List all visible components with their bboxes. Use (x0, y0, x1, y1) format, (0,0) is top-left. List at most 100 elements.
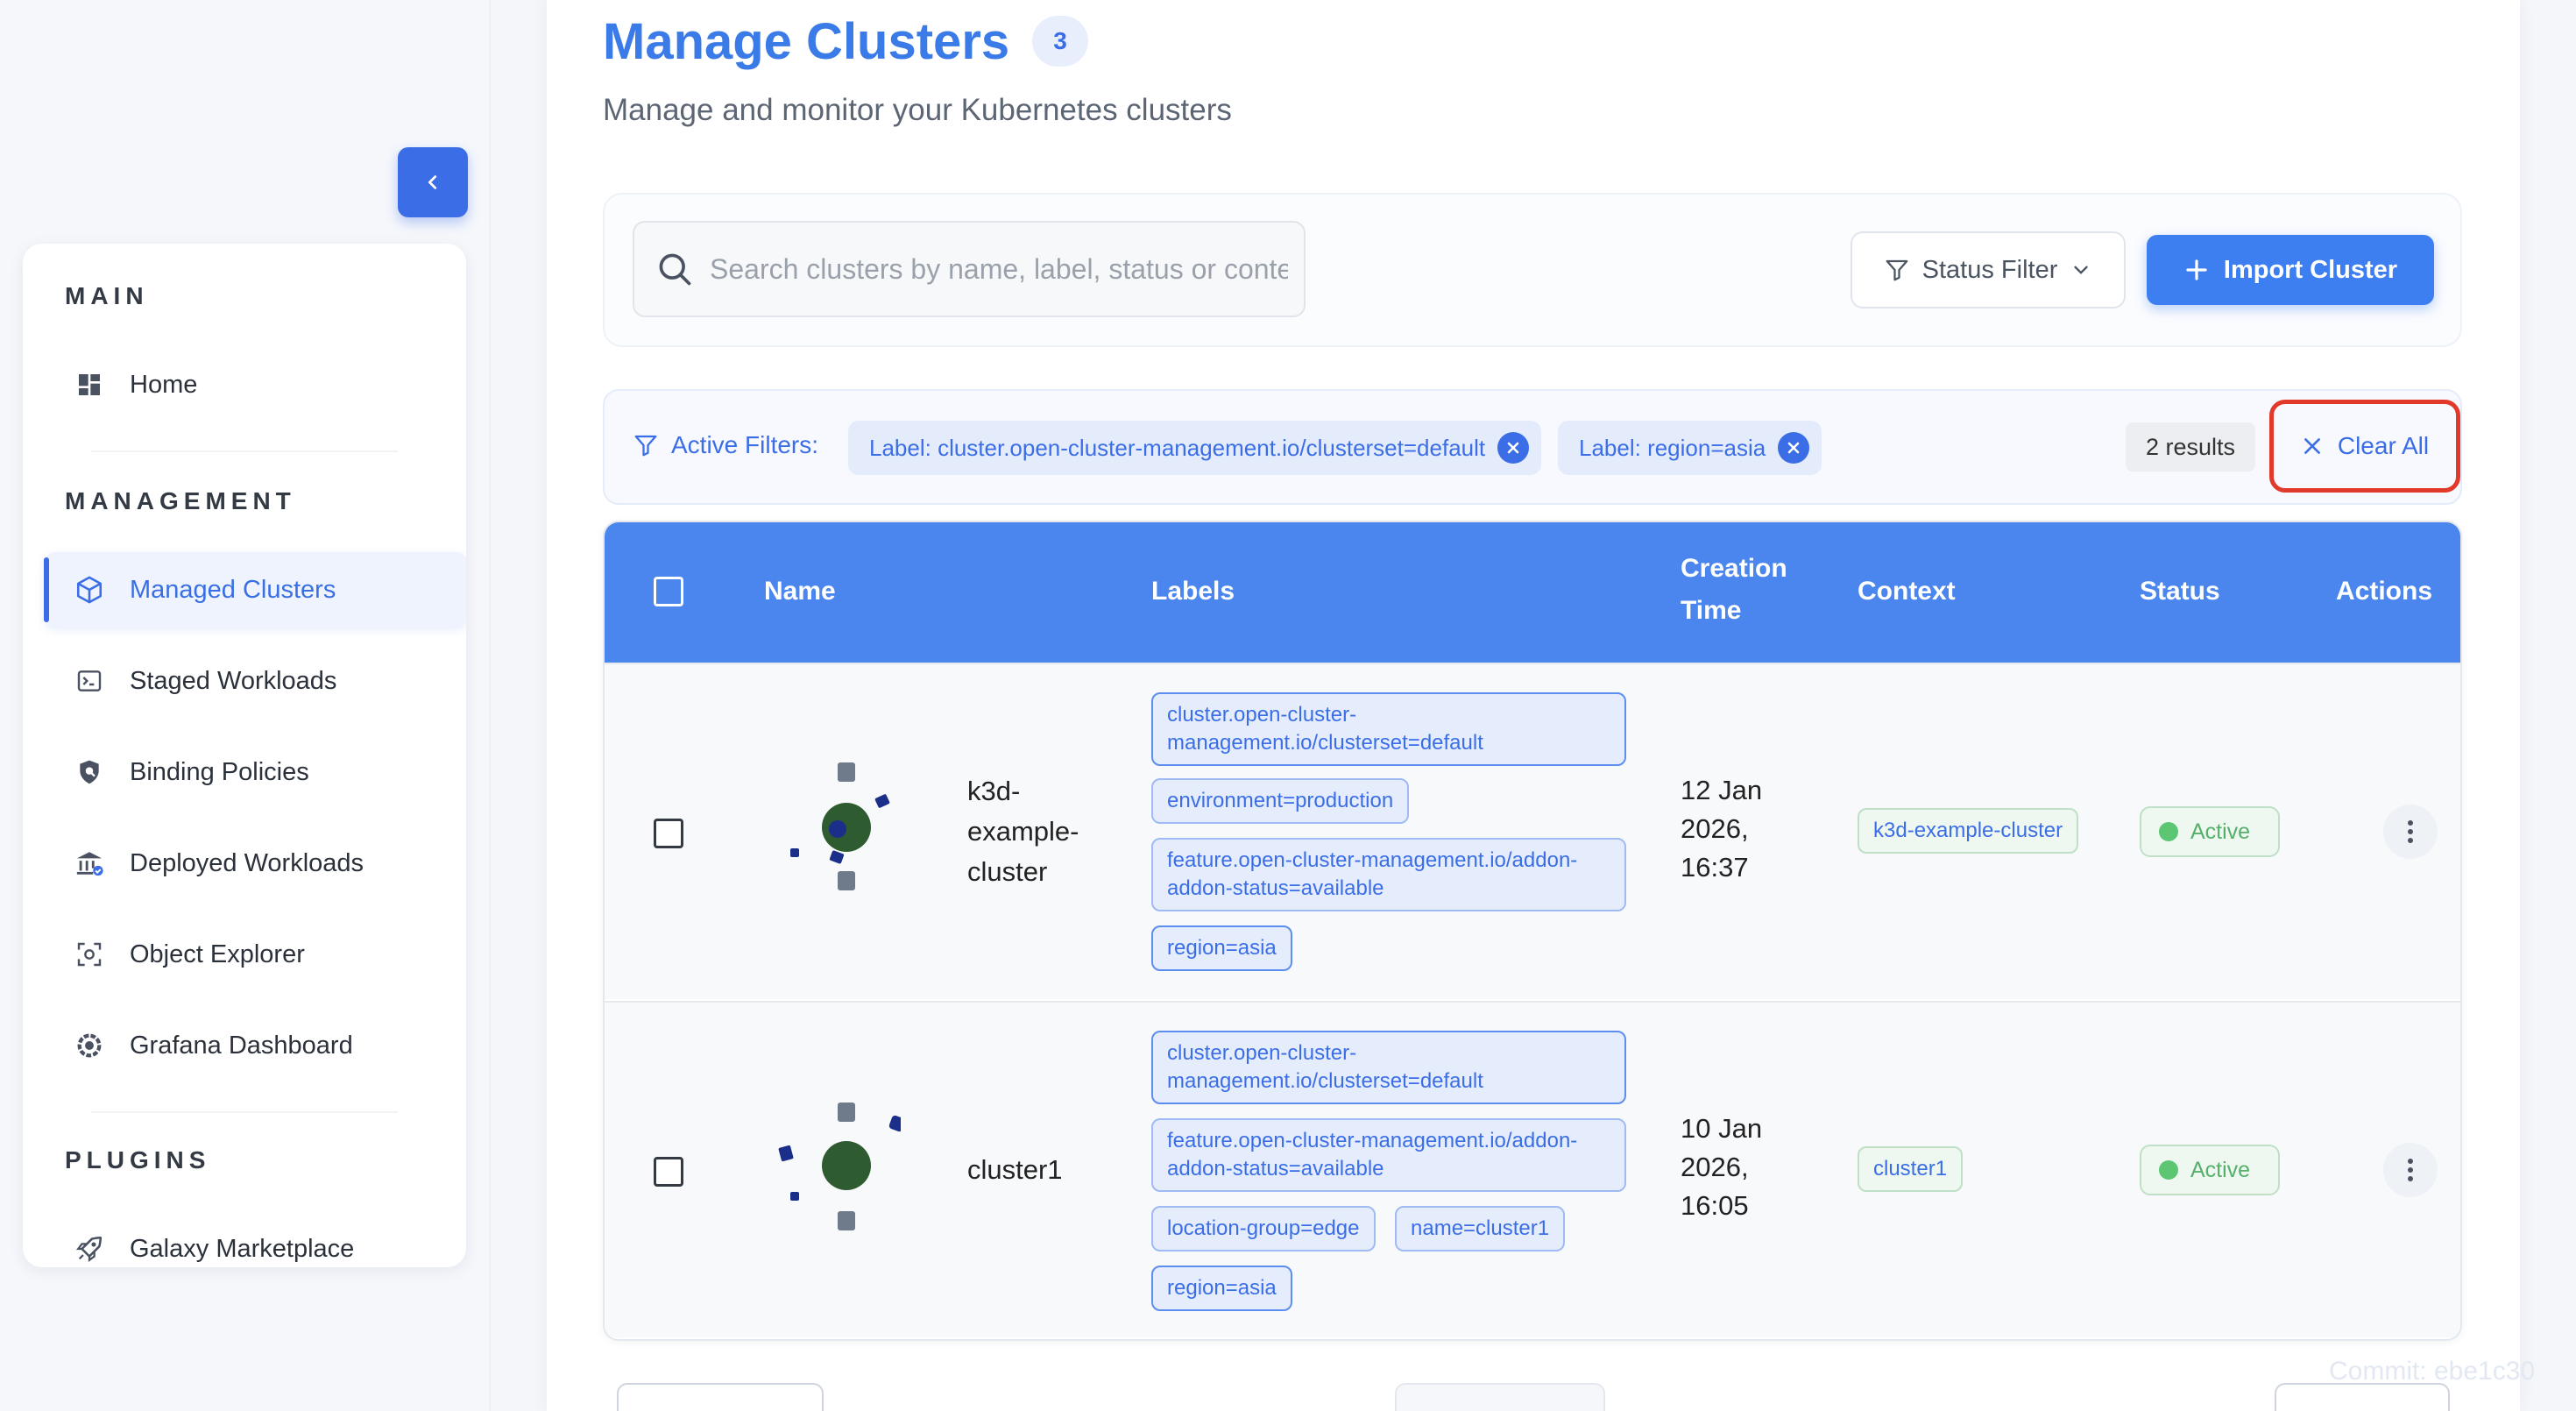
sidebar-nav: MAIN Home MANAGEMENT Managed Clusters St… (23, 244, 466, 1267)
clusters-table: Name Labels Creation Time Context Status… (603, 521, 2462, 1341)
cluster-name-line: k3d- (967, 776, 1021, 806)
sidebar-item-grafana-dashboard[interactable]: Grafana Dashboard (44, 1008, 466, 1083)
sidebar-item-binding-policies[interactable]: Binding Policies (44, 734, 466, 810)
sidebar-item-label: Home (130, 370, 198, 399)
column-header-context: Context (1858, 577, 1956, 606)
creation-time-line: 2026, (1681, 813, 1749, 844)
more-vertical-icon (2408, 820, 2413, 843)
active-filters-text: Active Filters: (671, 431, 819, 458)
clear-all-filters-button[interactable]: Clear All (2269, 400, 2460, 493)
filter-chip-label: Label: cluster.open-cluster-management.i… (869, 434, 1486, 461)
section-title-main: MAIN (65, 282, 149, 309)
search-input[interactable] (710, 252, 1288, 286)
status-badge: Active (2140, 1145, 2280, 1195)
sidebar-item-label: Grafana Dashboard (130, 1031, 353, 1060)
sidebar-item-label: Staged Workloads (130, 666, 337, 695)
sidebar-item-galaxy-marketplace[interactable]: Galaxy Marketplace (44, 1211, 466, 1267)
context-tag: cluster1 (1858, 1146, 1964, 1192)
row-checkbox[interactable] (654, 1157, 683, 1187)
sidebar-item-object-explorer[interactable]: Object Explorer (44, 917, 466, 992)
sidebar-item-deployed-workloads[interactable]: Deployed Workloads (44, 826, 466, 901)
status-label: Active (2190, 1157, 2251, 1182)
plus-icon (2186, 259, 2207, 280)
cluster-name[interactable]: k3d- example- cluster (967, 771, 1079, 892)
grafana-icon (74, 1030, 105, 1061)
sidebar-item-label: Binding Policies (130, 757, 309, 786)
pagination-info (1395, 1383, 1605, 1411)
creation-time-line: 16:37 (1681, 852, 1749, 883)
status-dot (2159, 822, 2178, 841)
creation-time-line: 10 Jan (1681, 1113, 1763, 1144)
cluster-name[interactable]: cluster1 (967, 1150, 1063, 1190)
row-actions-button[interactable] (2383, 805, 2438, 859)
commit-hash: Commit: ebe1c30 (2329, 1357, 2536, 1386)
column-header-status: Status (2140, 577, 2220, 606)
select-all-checkbox[interactable] (654, 577, 683, 606)
import-cluster-button[interactable]: Import Cluster (2147, 235, 2434, 305)
creation-time-line: 12 Jan (1681, 775, 1763, 805)
scan-icon (74, 939, 105, 970)
filter-chip[interactable]: Label: region=asia (1558, 421, 1822, 475)
terminal-icon (74, 665, 105, 697)
sidebar-collapse-button[interactable] (398, 147, 468, 217)
column-header-name[interactable]: Name (764, 577, 836, 606)
results-count: 2 results (2126, 422, 2255, 472)
close-icon (2304, 438, 2320, 454)
label-tag: location-group=edge (1151, 1206, 1376, 1251)
row-checkbox[interactable] (654, 819, 683, 848)
label-tag: environment=production (1151, 778, 1410, 824)
cluster-icon (790, 762, 890, 890)
status-filter-dropdown[interactable]: Status Filter (1851, 231, 2126, 308)
pagination-previous-button[interactable] (617, 1383, 824, 1411)
label-tag: feature.open-cluster-management.io/addon… (1151, 838, 1626, 911)
clear-all-label: Clear All (2337, 432, 2430, 459)
creation-time-line: 2026, (1681, 1152, 1749, 1182)
status-badge: Active (2140, 806, 2280, 857)
sidebar-item-label: Object Explorer (130, 939, 305, 968)
cube-icon (74, 574, 105, 606)
sidebar-divider (91, 1111, 398, 1113)
bank-icon (74, 847, 105, 879)
filter-chip-label: Label: region=asia (1579, 434, 1766, 461)
search-icon (659, 253, 691, 286)
filter-chip[interactable]: Label: cluster.open-cluster-management.i… (848, 421, 1542, 475)
close-icon (1787, 442, 1800, 454)
label-tag: name=cluster1 (1395, 1206, 1566, 1251)
sidebar-item-home[interactable]: Home (44, 347, 466, 422)
cluster-name-line: cluster1 (967, 1154, 1063, 1185)
table-row[interactable]: k3d- example- cluster cluster.open-clust… (605, 663, 2460, 999)
filter-icon (1886, 259, 1908, 281)
cluster-name-line: example- (967, 816, 1079, 847)
remove-filter-button[interactable] (1497, 432, 1530, 464)
label-tag: cluster.open-cluster- management.io/clus… (1151, 692, 1626, 766)
rocket-icon (74, 1233, 105, 1265)
close-icon (1507, 442, 1519, 454)
pagination-next-button[interactable] (2275, 1383, 2450, 1411)
cluster-count-badge: 3 (1032, 16, 1088, 67)
row-actions-button[interactable] (2383, 1143, 2438, 1197)
import-cluster-label: Import Cluster (2223, 255, 2398, 284)
sidebar-item-label: Deployed Workloads (130, 848, 364, 877)
sidebar-item-label: Managed Clusters (130, 575, 336, 604)
active-filters-label: Active Filters: (633, 431, 818, 459)
column-header-actions: Actions (2336, 577, 2433, 606)
status-filter-label: Status Filter (1921, 255, 2058, 284)
page-title: Manage Clusters (603, 13, 1010, 70)
sidebar-item-managed-clusters[interactable]: Managed Clusters (44, 552, 466, 628)
creation-time-line: 16:05 (1681, 1190, 1749, 1221)
status-label: Active (2190, 819, 2251, 844)
chevron-down-icon (2074, 266, 2089, 274)
search-box[interactable] (633, 221, 1306, 317)
cluster-icon (778, 1103, 901, 1230)
remove-filter-button[interactable] (1778, 432, 1810, 464)
sidebar-divider (91, 450, 398, 452)
label-tag: region=asia (1151, 1266, 1292, 1311)
shield-icon (74, 756, 105, 788)
table-row[interactable]: cluster1 cluster.open-cluster- managemen… (605, 1001, 2460, 1337)
column-header-creation[interactable]: Creation (1681, 554, 1787, 583)
page-subtitle: Manage and monitor your Kubernetes clust… (603, 93, 1232, 127)
sidebar-item-staged-workloads[interactable]: Staged Workloads (44, 643, 466, 719)
creation-time: 10 Jan 2026, 16:05 (1681, 1110, 1762, 1225)
column-header-creation-time[interactable]: Time (1681, 596, 1742, 625)
column-header-labels: Labels (1151, 577, 1235, 606)
